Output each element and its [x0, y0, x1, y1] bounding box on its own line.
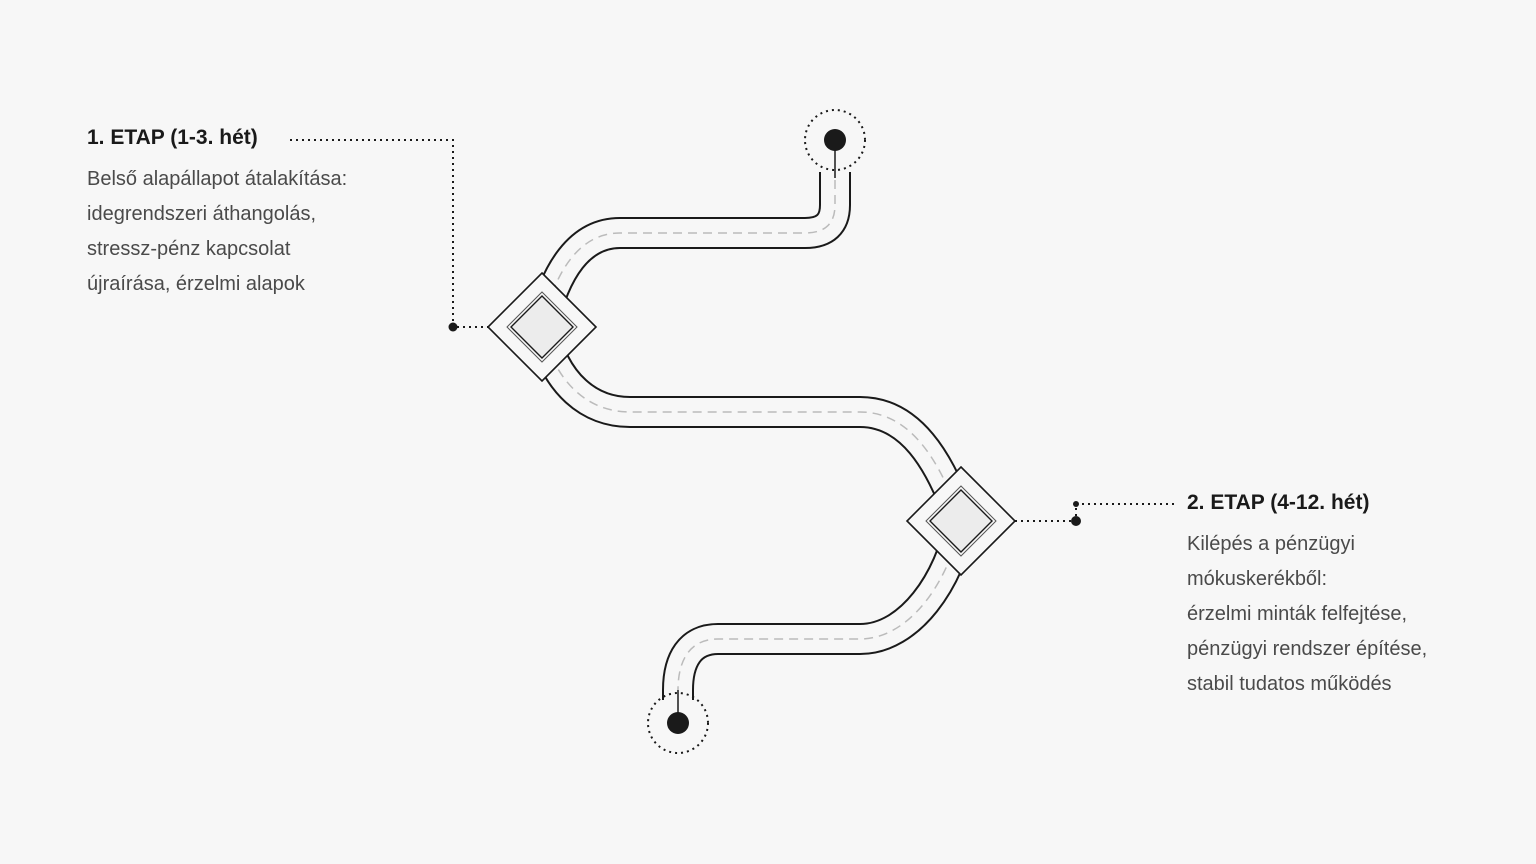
stage-1-connector	[290, 139, 488, 332]
stage-1-milestone	[486, 271, 598, 383]
end-marker	[647, 690, 709, 754]
stage-1-line: stressz-pénz kapcsolat	[87, 238, 291, 260]
start-marker	[804, 109, 866, 178]
stage-2-line: érzelmi minták felfejtése,	[1187, 603, 1408, 625]
stage-2-line: mókuskerékből:	[1187, 568, 1328, 590]
stage-2-connector	[1015, 501, 1175, 526]
stage-2-title: 2. ETAP (4-12. hét)	[1187, 491, 1370, 514]
stage-1-line: újraírása, érzelmi alapok	[87, 273, 305, 295]
stage-2-line: Kilépés a pénzügyi	[1187, 533, 1355, 555]
stage-1-title: 1. ETAP (1-3. hét)	[87, 126, 258, 149]
stage-1-line: idegrendszeri áthangolás,	[87, 203, 317, 225]
stage-2-milestone	[905, 465, 1017, 577]
road	[525, 160, 978, 712]
stage-2-line: pénzügyi rendszer építése,	[1187, 638, 1428, 660]
stage-2-line: stabil tudatos működés	[1187, 673, 1392, 695]
stage-1-line: Belső alapállapot átalakítása:	[87, 168, 348, 190]
stage-1-description: 1. ETAP (1-3. hét) Belső alapállapot áta…	[87, 126, 347, 302]
stage-2-description: 2. ETAP (4-12. hét) Kilépés a pénzügyi m…	[1187, 491, 1427, 702]
